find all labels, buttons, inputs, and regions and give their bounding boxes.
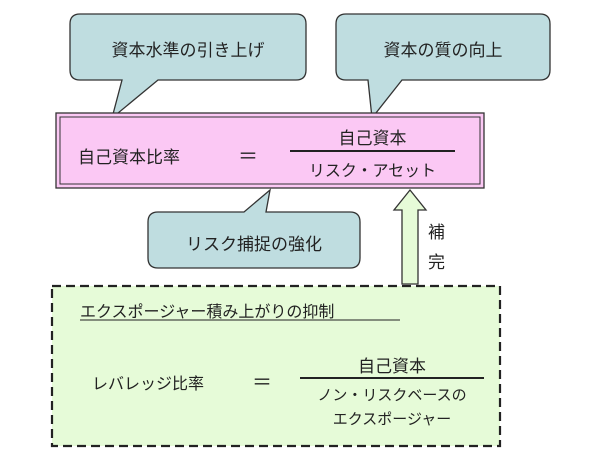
- capital-ratio-equals: ＝: [238, 144, 258, 168]
- leverage-ratio-denominator-line2: エクスポージャー: [332, 410, 452, 428]
- callout-capital-quality-shape: [335, 13, 551, 120]
- callout-risk-capture-text: リスク捕捉の強化: [186, 235, 322, 255]
- complement-arrow: [392, 188, 428, 285]
- capital-ratio-label: 自己資本比率: [78, 148, 180, 168]
- callout-risk-capture-shape: [147, 188, 361, 269]
- capital-ratio-numerator: 自己資本: [338, 129, 407, 149]
- leverage-ratio-box: [50, 284, 502, 448]
- leverage-heading: エクスポージャー積み上がりの抑制: [80, 302, 335, 321]
- leverage-ratio-equals: ＝: [252, 370, 272, 394]
- leverage-ratio-numerator: 自己資本: [358, 357, 426, 377]
- capital-ratio-denominator: リスク・アセット: [308, 161, 437, 180]
- complement-label-top: 補: [428, 223, 445, 243]
- callout-capital-quality-text: 資本の質の向上: [383, 41, 503, 61]
- leverage-ratio-denominator-line1: ノン・リスクベースの: [317, 386, 467, 404]
- leverage-ratio-label: レバレッジ比率: [92, 374, 205, 393]
- complement-label-bottom: 完: [428, 253, 445, 273]
- callout-capital-level-shape: [69, 13, 307, 120]
- callout-capital-level-text: 資本水準の引き上げ: [111, 41, 265, 61]
